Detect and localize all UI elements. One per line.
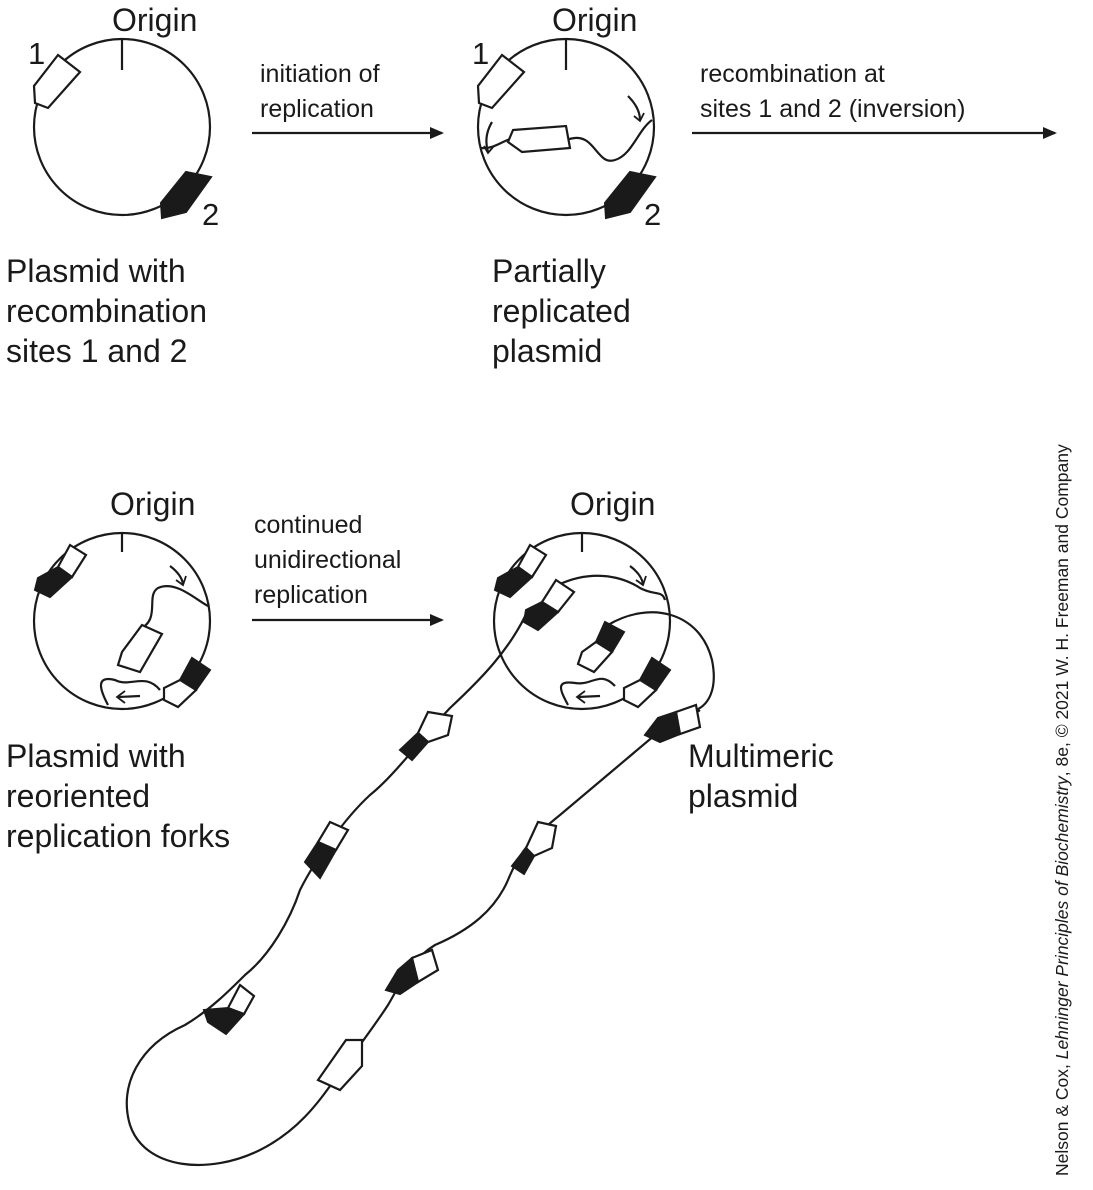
- tail-site-black-4: [510, 846, 536, 876]
- mm-site-black-1: [493, 565, 534, 599]
- site-1-label-step2: 1: [472, 36, 490, 71]
- plasmid-1: [32, 37, 212, 217]
- arrow-label-recombination: recombination at sites 1 and 2 (inversio…: [700, 60, 966, 123]
- site-2-segment-step2: [603, 170, 657, 220]
- origin-label-2: Origin: [552, 2, 638, 38]
- site-2-label-step2: 2: [644, 197, 662, 232]
- tail-site-white-1: [416, 710, 454, 744]
- replicated-site-segment: [506, 124, 572, 154]
- site-1-segment: [32, 53, 82, 110]
- site-1-segment-step2: [476, 53, 526, 110]
- site-white-c: [162, 678, 198, 709]
- site-1-label: 1: [28, 36, 46, 71]
- site-black-a: [33, 565, 74, 599]
- arrow-label-initiation: initiation of replication: [260, 60, 380, 123]
- origin-label-1: Origin: [112, 2, 198, 38]
- mm-site-black-2: [522, 600, 560, 632]
- site-2-label: 2: [202, 197, 220, 232]
- origin-label-4: Origin: [570, 486, 656, 522]
- tail-site-black-2: [303, 840, 338, 880]
- copyright-credit: Nelson & Cox, Lehninger Principles of Bi…: [1052, 444, 1072, 1176]
- plasmid-3: [32, 531, 212, 711]
- tail-site-black-3: [202, 1006, 246, 1036]
- tail-site-black-1: [398, 731, 430, 762]
- caption-step4: Multimeric plasmid: [688, 738, 834, 814]
- mm-site-white-5: [674, 703, 702, 736]
- tail-site-black-5: [384, 956, 420, 996]
- mm-site-black-5: [643, 710, 682, 744]
- caption-step2: Partially replicated plasmid: [492, 253, 631, 369]
- arrow-label-continued: continued unidirectional replication: [254, 511, 402, 609]
- tail-site-white-4: [524, 820, 558, 858]
- caption-step3: Plasmid with reoriented replication fork…: [6, 738, 231, 854]
- caption-step1: Plasmid with recombination sites 1 and 2: [6, 253, 207, 369]
- site-white-b: [116, 623, 164, 674]
- origin-label-3: Origin: [110, 486, 196, 522]
- mm-site-white-3: [576, 640, 614, 674]
- mm-site-white-4: [622, 678, 658, 709]
- site-2-segment: [159, 170, 213, 220]
- tail-site-white-6: [316, 1038, 364, 1092]
